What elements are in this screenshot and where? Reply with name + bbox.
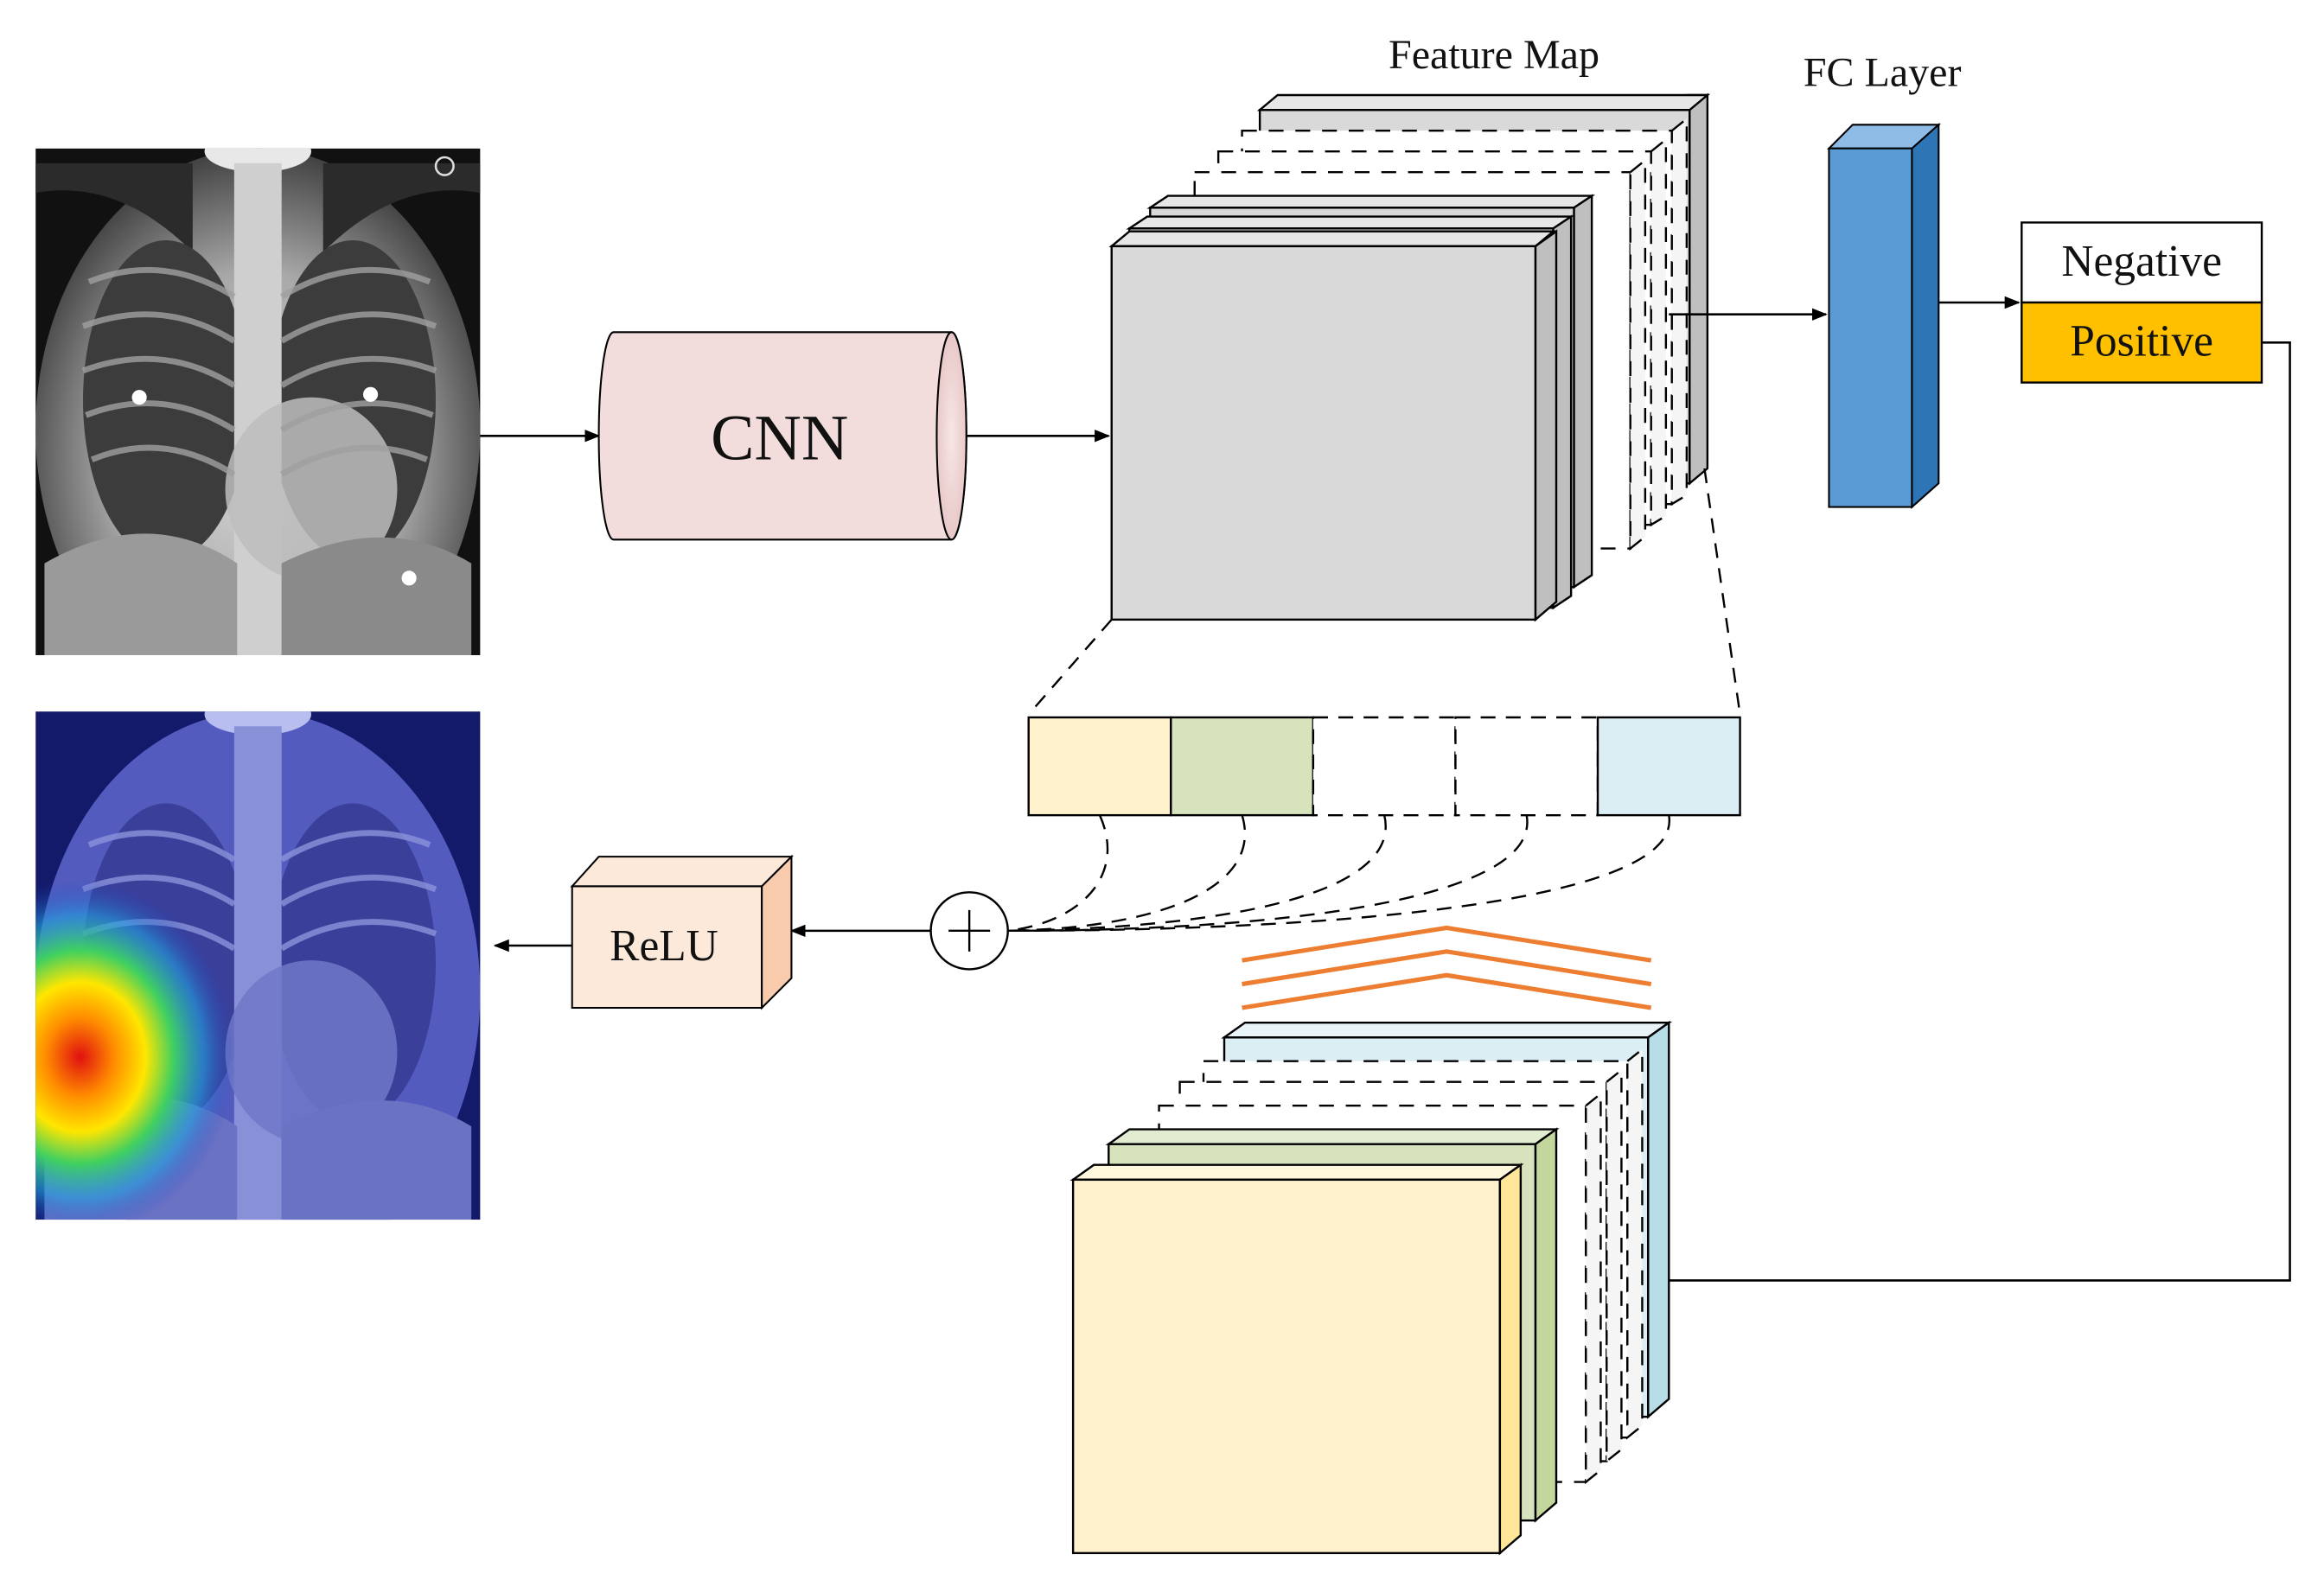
weight-cell-1 — [1027, 716, 1172, 817]
gradient-feedback-arrow — [1599, 341, 2291, 1287]
projection-line-right — [1703, 468, 1741, 715]
input-xray-image — [35, 148, 481, 655]
feature-map-stack — [1108, 92, 1711, 622]
negative-label: Negative — [2061, 237, 2222, 286]
positive-label: Positive — [2070, 317, 2213, 366]
weighted-feature-stack — [1069, 1020, 1673, 1556]
sum-node — [929, 891, 1009, 971]
weight-vector — [1027, 716, 1741, 817]
fc-layer-label: FC Layer — [1804, 50, 1962, 96]
cnn-block: CNN — [597, 331, 967, 541]
weight-cell-4 — [1454, 716, 1599, 817]
weight-cell-5 — [1596, 716, 1741, 817]
relu-label: ReLU — [610, 921, 718, 971]
weight-cell-3 — [1312, 716, 1457, 817]
class-output: Negative Positive — [2021, 221, 2263, 384]
negative-box — [2021, 221, 2263, 304]
fc-layer-block — [1826, 122, 1941, 509]
relu-block — [570, 854, 794, 1010]
weight-cell-2 — [1170, 716, 1315, 817]
cnn-label: CNN — [711, 403, 848, 475]
projection-line-left — [1027, 619, 1113, 716]
output-heatmap-image — [35, 711, 481, 1220]
gradient-chevron-lines — [1242, 925, 1652, 1010]
weighted-sum-curves — [1007, 814, 1670, 933]
feature-map-label: Feature Map — [1389, 32, 1599, 78]
